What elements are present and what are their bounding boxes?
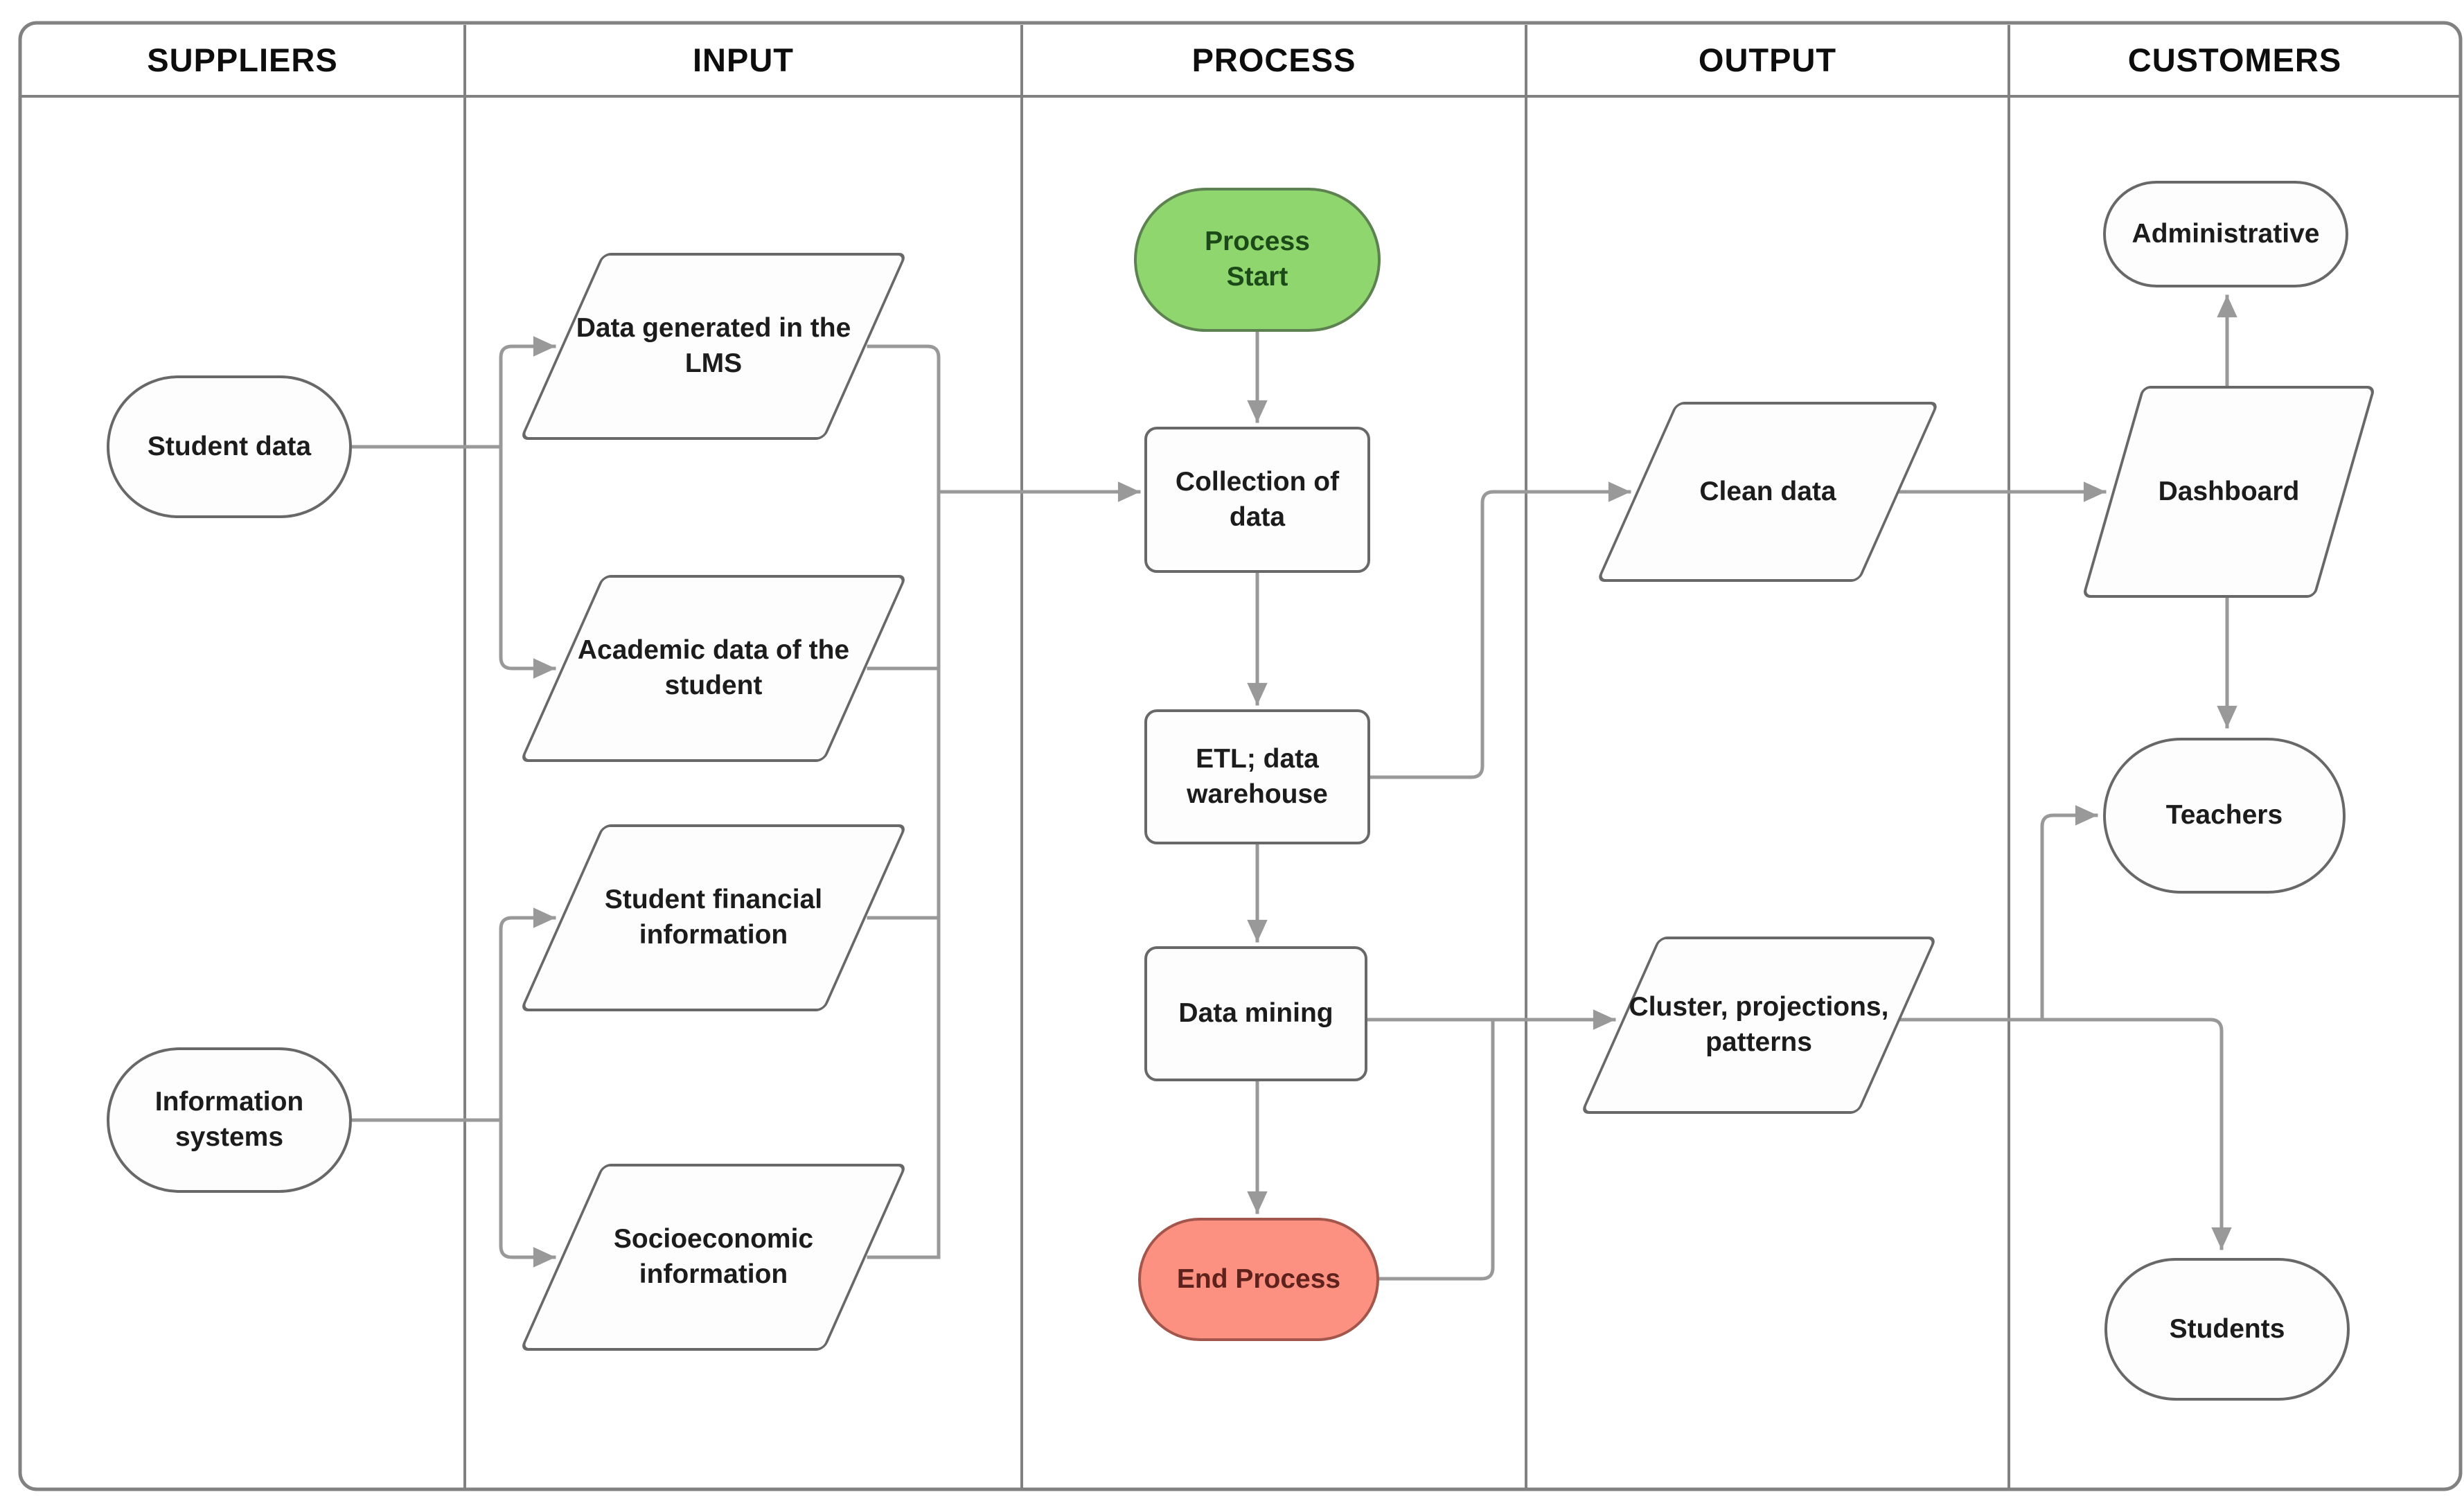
node-data-mining: Data mining bbox=[1144, 946, 1367, 1081]
node-data-generated-lms: Data generated in the LMS bbox=[519, 253, 908, 440]
node-students: Students bbox=[2104, 1258, 2350, 1401]
node-cluster-projections-patterns: Cluster, projections, patterns bbox=[1580, 937, 1938, 1114]
node-administrative: Administrative bbox=[2103, 181, 2348, 287]
node-end-process: End Process bbox=[1138, 1218, 1379, 1341]
node-label: Collection of data bbox=[1175, 466, 1340, 532]
node-label: Data generated in the LMS bbox=[576, 313, 851, 378]
edge-input-bus bbox=[867, 344, 941, 1259]
connectors bbox=[350, 294, 2237, 1281]
lane-header-customers: CUSTOMERS bbox=[2127, 41, 2342, 78]
node-process-start: Process Start bbox=[1134, 188, 1381, 332]
edge-student-data-to-lms bbox=[499, 336, 556, 449]
node-label: Information systems bbox=[154, 1087, 304, 1152]
node-academic-data: Academic data of the student bbox=[519, 575, 908, 762]
node-clean-data: Clean data bbox=[1596, 402, 1940, 582]
lane-header-process: PROCESS bbox=[1191, 41, 1356, 78]
node-socioeconomic: Socioeconomic information bbox=[519, 1164, 908, 1351]
edge-endprocess-merge bbox=[1376, 1018, 1495, 1281]
lane-header-suppliers: SUPPLIERS bbox=[147, 41, 338, 78]
node-information-systems: Information systems bbox=[107, 1047, 352, 1193]
node-label: Student data bbox=[147, 431, 312, 461]
node-label: Cluster, projections, patterns bbox=[1629, 992, 1889, 1057]
node-label: Academic data of the student bbox=[577, 635, 850, 700]
node-label: Administrative bbox=[2131, 218, 2320, 249]
edge-student-data-to-academic bbox=[499, 445, 556, 679]
node-dashboard: Dashboard bbox=[2082, 386, 2376, 598]
node-label: Student financial information bbox=[604, 885, 823, 950]
node-student-financial: Student financial information bbox=[519, 824, 908, 1011]
edge-info-to-financial bbox=[499, 907, 556, 1122]
lane-header-input: INPUT bbox=[693, 41, 794, 78]
node-teachers: Teachers bbox=[2103, 738, 2346, 894]
node-label: ETL; data warehouse bbox=[1187, 743, 1328, 809]
node-label: Socioeconomic information bbox=[613, 1224, 814, 1289]
node-collection-of-data: Collection of data bbox=[1144, 427, 1370, 573]
node-etl-data-warehouse: ETL; data warehouse bbox=[1144, 709, 1370, 844]
node-label: Process Start bbox=[1205, 227, 1310, 292]
node-label: Dashboard bbox=[2158, 476, 2300, 506]
lane-header-output: OUTPUT bbox=[1698, 41, 1837, 78]
edge-cluster-to-teachers bbox=[2040, 805, 2098, 1022]
node-label: End Process bbox=[1176, 1263, 1341, 1294]
node-label: Data mining bbox=[1178, 998, 1333, 1029]
node-label: Students bbox=[2169, 1313, 2285, 1344]
edge-etl-to-cleandata bbox=[1368, 481, 1631, 779]
node-label: Teachers bbox=[2165, 800, 2283, 831]
node-student-data: Student data bbox=[107, 375, 352, 518]
edge-cluster-to-students bbox=[1897, 1018, 2232, 1250]
edge-info-to-socioeconomic bbox=[499, 1118, 556, 1268]
node-label: Clean data bbox=[1699, 476, 1836, 506]
